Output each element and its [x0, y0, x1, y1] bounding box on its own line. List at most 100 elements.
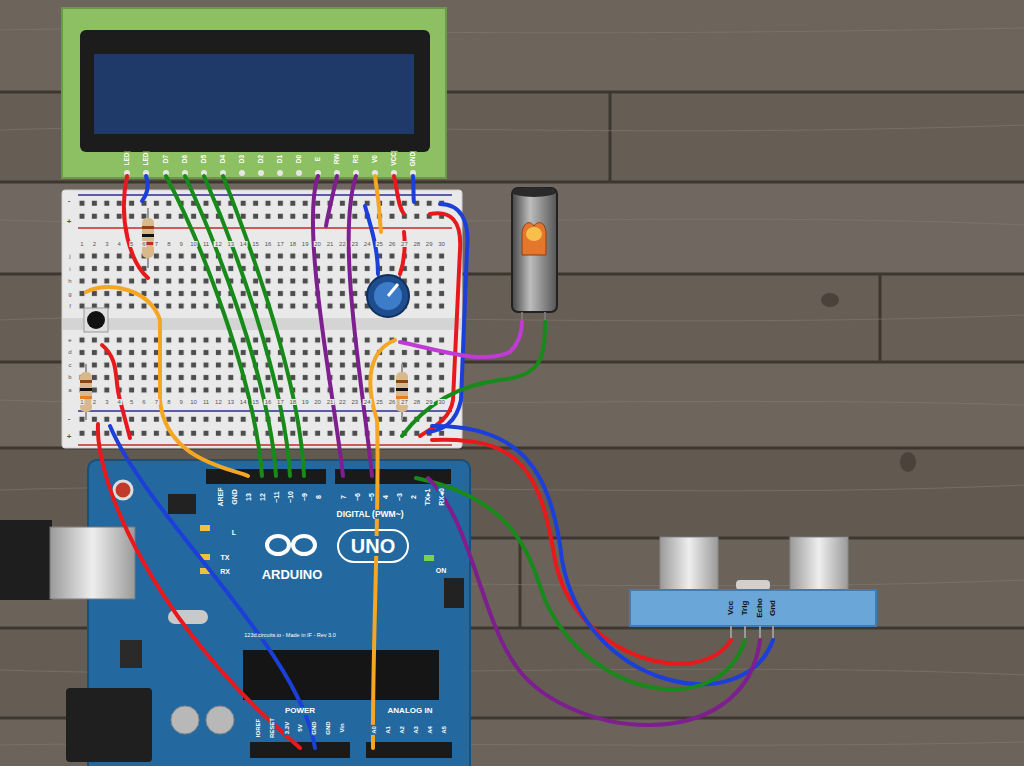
pin-label: E: [315, 156, 322, 162]
resistor-band: [142, 234, 154, 237]
breadboard-index: 12: [214, 241, 223, 247]
icsp-header: [444, 578, 464, 608]
rail-line: [78, 227, 452, 229]
board-label: GND: [231, 488, 238, 506]
breadboard: [62, 190, 462, 448]
arduino-uno-board: AREFGND1312~11~10~987~6~54~32TX▸1RX◂0DIG…: [88, 460, 470, 766]
resistor-body: [80, 372, 92, 412]
resistor-band: [396, 388, 408, 391]
breadboard-index: 27: [400, 241, 409, 247]
breadboard-index: 4: [117, 241, 122, 247]
grain-line: [0, 400, 1024, 405]
breadboard-index: 18: [288, 241, 297, 247]
board-label: ~5: [368, 492, 375, 502]
breadboard-index: f: [68, 303, 72, 309]
flame-tip: [522, 223, 546, 255]
breadboard-index: 19: [301, 399, 310, 405]
resistor-band: [80, 388, 92, 391]
breadboard-index: i: [68, 266, 71, 272]
plank-seam: [519, 538, 522, 628]
board-label: A0: [371, 725, 377, 735]
pin-label: V0: [372, 154, 379, 164]
breadboard-index: 19: [301, 241, 310, 247]
resistor-body: [396, 372, 408, 412]
breadboard-index: 24: [363, 241, 372, 247]
board-label: Vin: [339, 722, 345, 733]
crystal: [736, 580, 770, 590]
pin-dot: [296, 170, 302, 176]
power-jack: [66, 688, 152, 762]
wire: [400, 232, 405, 274]
pin: [730, 626, 732, 640]
breadboard-index: 24: [363, 399, 372, 405]
transducer: [790, 537, 848, 592]
board-label: L: [231, 529, 237, 536]
board-label: 4: [382, 494, 389, 500]
breadboard-index: 13: [226, 399, 235, 405]
board-label: TX▸1: [424, 488, 431, 507]
pin-label: D2: [258, 154, 265, 164]
board-label: ~3: [396, 492, 403, 502]
breadboard-index: 17: [276, 399, 285, 405]
usb-connector: [50, 527, 135, 599]
breadboard-index: j: [68, 253, 71, 259]
board-label: 3.3V: [284, 721, 290, 735]
breadboard-index: 8: [166, 399, 171, 405]
wire: [185, 176, 276, 476]
breadboard-index: 28: [412, 399, 421, 405]
pin-label: RS: [353, 153, 360, 164]
pin: [759, 626, 761, 640]
flame-core: [526, 227, 542, 241]
breadboard-index: 14: [239, 241, 248, 247]
breadboard-index: 11: [202, 241, 210, 247]
resistor-body: [142, 218, 154, 258]
rail-holes: [76, 197, 448, 223]
wire: [428, 478, 760, 725]
board-label: TX: [220, 554, 231, 561]
board-label: 12: [259, 492, 266, 502]
transducer: [660, 537, 718, 592]
board-label: ~9: [301, 492, 308, 502]
board-label: UNO: [350, 536, 396, 556]
board-label: A5: [441, 725, 447, 735]
breadboard-index: 30: [437, 241, 446, 247]
pin-label: D0: [296, 154, 303, 164]
capacitor: [206, 706, 234, 734]
wire: [124, 176, 148, 278]
breadboard-index: c: [68, 362, 73, 368]
breadboard-index: 2: [92, 399, 97, 405]
breadboard-index: -: [67, 415, 72, 423]
breadboard-index: 22: [338, 241, 347, 247]
plank-seam: [609, 92, 612, 182]
breadboard-index: 4: [117, 399, 122, 405]
breadboard-index: 22: [338, 399, 347, 405]
breadboard-index: 23: [350, 399, 359, 405]
board-label: 7: [340, 494, 347, 500]
tube-top: [512, 187, 556, 197]
board-label: RESET: [269, 717, 275, 739]
wire: [166, 176, 262, 476]
sensor-pins: [731, 626, 773, 640]
pin: [772, 626, 774, 640]
wood-knot: [821, 293, 839, 307]
board-label: 13: [245, 492, 252, 502]
power-header: [250, 742, 350, 758]
breadboard-index: 30: [437, 399, 446, 405]
board-label: ~6: [354, 492, 361, 502]
breadboard-index: 21: [326, 241, 335, 247]
wire: [102, 345, 130, 438]
wood-knot: [900, 452, 916, 472]
lcd-module: LEDLEDD7D6D5D4D3D2D1D0ERWRSV0VCCGND: [62, 8, 446, 178]
pin-label: D1: [277, 154, 284, 164]
breadboard-index: 6: [141, 399, 146, 405]
pin-label: GND: [410, 151, 417, 167]
breadboard-index: 6: [141, 241, 146, 247]
logo-loop: [267, 536, 289, 554]
plank-seam: [0, 181, 1024, 184]
pin-label: D4: [220, 154, 227, 164]
breadboard-index: 7: [154, 399, 159, 405]
wire: [400, 322, 522, 357]
breadboard-index: 25: [375, 399, 384, 405]
breadboard-index: 9: [179, 241, 184, 247]
breadboard-index: 7: [154, 241, 159, 247]
